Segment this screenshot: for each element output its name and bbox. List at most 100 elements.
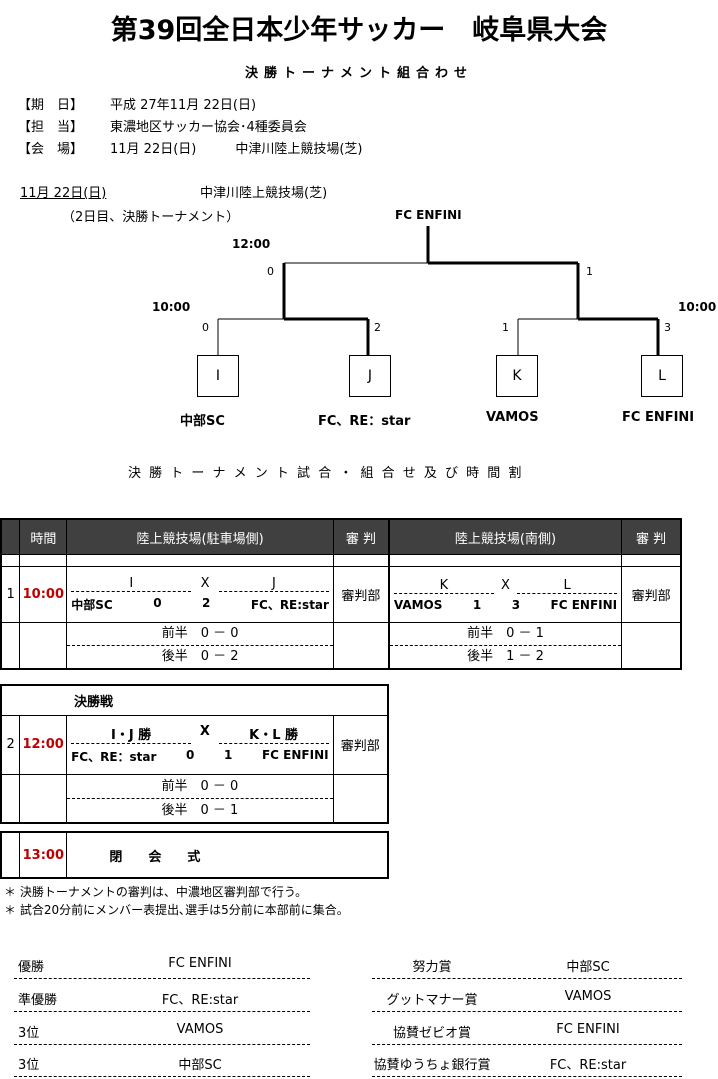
prize-team: FC ENFINI: [168, 956, 232, 971]
semi-time-left: 10:00: [152, 300, 191, 314]
second-half: 後半 1 － 2: [467, 649, 544, 664]
semi-score-i: 0: [202, 321, 209, 334]
divider: [14, 1011, 310, 1012]
slot-b: J: [218, 576, 329, 592]
header-referee: 審 判: [332, 518, 390, 555]
bracket-box-l: L: [641, 355, 683, 397]
header-time: 時間: [19, 518, 68, 555]
bracket-team-l: FC ENFINI: [622, 410, 695, 425]
team-b: FC ENFINI: [550, 597, 618, 612]
divider: [14, 1044, 310, 1045]
team-b: FC、RE:star: [250, 598, 329, 612]
score-b: 1: [224, 748, 233, 762]
schedule-title: 決 勝 ト ー ナ メ ン ト 試 合 ・ 組 合 せ 及 び 時 間 割: [128, 466, 524, 481]
first-half: 前半 0 － 1: [389, 623, 622, 646]
vs: X: [199, 724, 210, 739]
team-a: 中部SC: [71, 598, 113, 612]
info-organizer-value: 東濃地区サッカー協会･4種委員会: [110, 120, 307, 135]
info-date-value: 平成 27年11月 22日(日): [110, 98, 257, 113]
note-2: ＊ 試合20分前にメンバー表提出､選手は5分前に本部前に集合。: [4, 903, 349, 917]
bracket-box-k: K: [496, 355, 538, 397]
header-field-south: 陸上競技場(南側): [387, 518, 623, 555]
divider: [14, 978, 310, 979]
score-b: 2: [202, 596, 211, 610]
referee: 審判部: [332, 714, 389, 775]
info-venue-label: 【会 場】: [18, 142, 84, 157]
header-referee: 審 判: [621, 518, 682, 555]
schedule-table-final: 決勝戦 2 12:00 I・J 勝 X K・L 勝 FC、RE：star 0 1 FC E…: [0, 684, 389, 824]
slot-b: L: [517, 578, 618, 594]
match-time: 10:00: [19, 566, 68, 623]
prize-label: 3位: [18, 1026, 40, 1041]
semi-score-j: 2: [374, 321, 381, 334]
prize-label: 優勝: [18, 960, 45, 975]
prize-team: 中部SC: [178, 1058, 222, 1073]
final-time: 12:00: [232, 237, 271, 251]
match-no: 2: [0, 714, 21, 775]
info-venue-value: 11月 22日(日) 中津川陸上競技場(芝): [110, 142, 363, 157]
prize-label: 協賛ゆうちょ銀行賞: [373, 1058, 491, 1073]
slot-a: K: [393, 578, 494, 594]
prize-team: FC ENFINI: [556, 1022, 620, 1037]
referee: 審判部: [621, 566, 682, 623]
bracket-venue: 中津川陸上競技場(芝): [200, 186, 328, 201]
subtitle: 決勝トーナメント組合わせ: [244, 66, 473, 81]
second-half: 後半 0 － 2: [161, 649, 239, 664]
prize-team: FC、RE:star: [549, 1058, 627, 1073]
closing-label: 閉 会 式: [66, 831, 389, 879]
note-1: ＊ 決勝トーナメントの審判は、中濃地区審判部で行う。: [4, 885, 308, 899]
first-half: 前半 0 － 0: [67, 775, 333, 799]
divider: [372, 1011, 682, 1012]
semi-time-right: 10:00: [678, 300, 717, 314]
closing-time: 13:00: [19, 831, 68, 879]
semi-score-k: 1: [502, 321, 509, 334]
slot-a: I: [71, 576, 192, 592]
divider: [372, 1076, 682, 1077]
header-field-parking: 陸上競技場(駐車場側): [66, 518, 334, 555]
bracket-date: 11月 22日(日): [20, 186, 107, 201]
vs: X: [200, 576, 210, 591]
prize-team: FC、RE:star: [161, 993, 239, 1008]
score-a: 0: [186, 748, 195, 762]
final-score-right: 1: [586, 265, 593, 278]
divider: [14, 1076, 310, 1077]
match-time: 12:00: [19, 714, 68, 775]
bracket-note: （2日目、決勝トーナメント）: [62, 210, 240, 225]
info-organizer-label: 【担 当】: [18, 120, 84, 135]
bracket-team-j: FC、RE：star: [318, 414, 411, 429]
team-b: FC ENFINI: [261, 748, 329, 762]
divider: [372, 1044, 682, 1045]
prize-team: VAMOS: [176, 1022, 224, 1037]
prize-label: 3位: [18, 1058, 40, 1073]
bracket-box-i: I: [197, 355, 239, 397]
first-half: 前半 0 － 0: [67, 623, 333, 646]
divider: [372, 978, 682, 979]
bracket-team-i: 中部SC: [180, 414, 225, 429]
schedule-table-semis: 時間 陸上競技場(駐車場側) 審 判 陸上競技場(南側) 審 判 1 10:00…: [0, 518, 682, 670]
bracket-lines: [217, 226, 660, 355]
header-no: [0, 518, 21, 555]
slot-a: I・J 勝: [71, 724, 192, 744]
team-a: VAMOS: [393, 597, 443, 612]
second-half: 後半 0 － 1: [161, 802, 239, 818]
referee: 審判部: [332, 566, 390, 623]
score-a: 1: [472, 597, 482, 612]
team-a: FC、RE：star: [71, 750, 157, 764]
page-title: 第39回全日本少年サッカー 岐阜県大会: [110, 15, 608, 46]
slot-b: K・L 勝: [218, 724, 329, 744]
final-score-left: 0: [267, 265, 274, 278]
bracket-winner: FC ENFINI: [395, 208, 462, 222]
semi-score-l: 3: [664, 321, 671, 334]
vs: X: [501, 577, 510, 593]
prize-team: 中部SC: [566, 960, 610, 975]
prize-label: 協賛ゼビオ賞: [392, 1026, 471, 1041]
prize-label: 準優勝: [18, 993, 58, 1008]
final-title: 決勝戦: [0, 684, 389, 716]
score-b: 3: [511, 597, 521, 612]
prize-label: 努力賞: [412, 960, 452, 975]
prize-team: VAMOS: [564, 989, 612, 1004]
